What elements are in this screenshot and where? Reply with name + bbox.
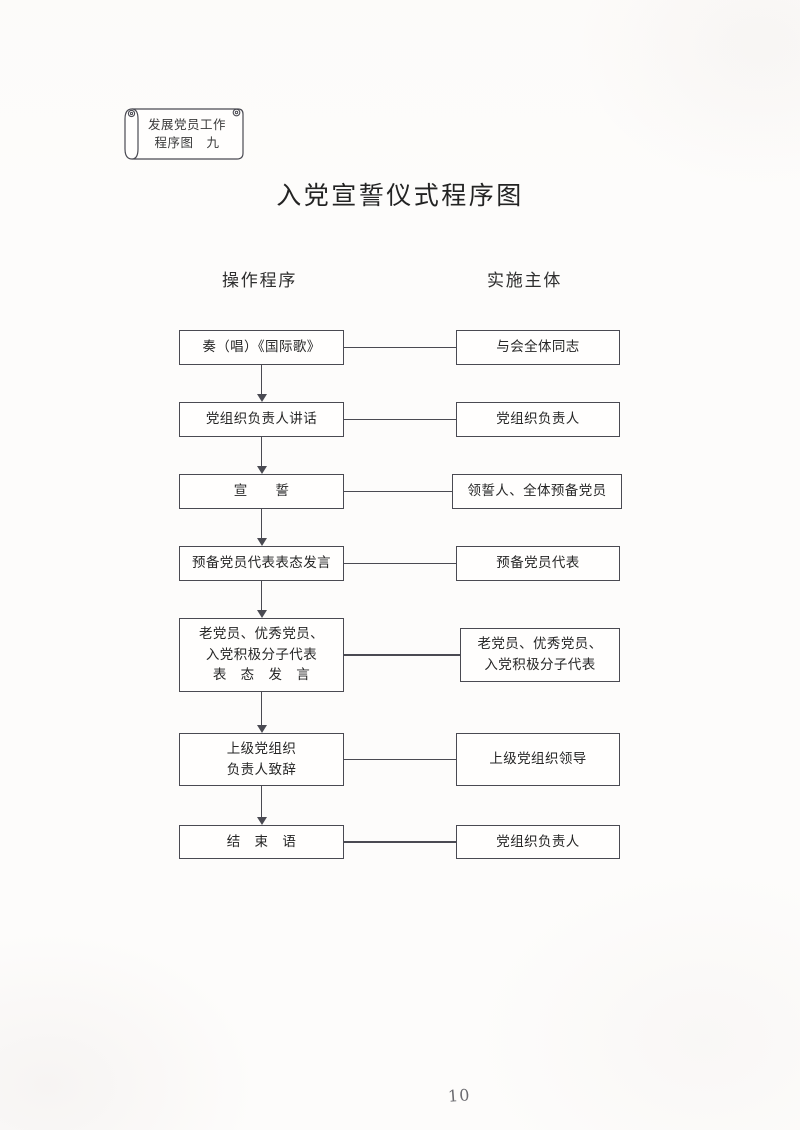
arrow-down-icon-4 [256,610,267,618]
arrow-down-icon-5 [256,725,267,733]
procedure-box-4-line-1: 预备党员代表表态发言 [192,555,331,572]
connector-vertical-4 [260,581,263,612]
actor-box-6-line-1: 上级党组织领导 [489,751,587,768]
banner-line-1: 发展党员工作 [147,117,226,133]
actor-box-2-line-1: 党组织负责人 [496,411,580,428]
actor-box-4-line-1: 预备党员代表 [496,555,580,572]
actor-box-5: 老党员、优秀党员、入党积极分子代表 [460,628,620,682]
scroll-banner-shape [124,108,244,160]
connector-vertical-5 [260,692,263,727]
actor-box-4: 预备党员代表 [456,546,620,581]
actor-box-2: 党组织负责人 [456,402,620,437]
actor-box-1-line-1: 与会全体同志 [496,339,580,356]
connector-vertical-2 [260,437,263,468]
page-title: 入党宣誓仪式程序图 [276,181,524,210]
connector-vertical-1 [260,365,263,396]
procedure-box-6: 上级党组织负责人致辞 [179,733,344,786]
procedure-box-7-line-1: 结 束 语 [226,833,297,850]
procedure-box-3-line-1: 宣 誓 [233,483,290,500]
connector-horizontal-5 [344,654,460,656]
connector-horizontal-4 [344,562,456,565]
procedure-box-5-line-1: 老党员、优秀党员、 [198,625,325,642]
arrow-down-icon-2 [256,466,267,474]
procedure-box-3: 宣 誓 [179,474,344,509]
scroll-banner: 发展党员工作 程序图 九 [121,103,248,165]
actor-box-5-line-1: 老党员、优秀党员、 [477,636,603,653]
connector-horizontal-7 [344,841,456,843]
connector-vertical-3 [260,509,263,540]
actor-box-7-line-1: 党组织负责人 [496,833,580,850]
procedure-box-2: 党组织负责人讲话 [179,402,344,437]
banner-line-2: 程序图 九 [154,134,220,150]
procedure-box-1: 奏（唱）《国际歌》 [179,330,344,365]
banner-text: 发展党员工作 程序图 九 [134,109,240,159]
procedure-box-6-line-1: 上级党组织 [226,740,297,757]
procedure-box-2-line-1: 党组织负责人讲话 [205,411,318,428]
column-header-procedure: 操作程序 [222,271,298,291]
procedure-box-6-line-2: 负责人致辞 [226,761,297,778]
procedure-box-5-line-3: 表 态 发 言 [212,667,311,684]
actor-box-3: 领誓人、全体预备党员 [452,474,622,509]
actor-box-7: 党组织负责人 [456,825,620,859]
arrow-down-icon-1 [256,394,267,402]
connector-horizontal-6 [344,758,456,761]
actor-box-5-line-2: 入党积极分子代表 [484,657,596,673]
page-number: 10 [447,1085,471,1106]
arrow-down-icon-6 [256,817,267,825]
actor-box-3-line-1: 领誓人、全体预备党员 [467,483,607,500]
procedure-box-7: 结 束 语 [179,825,344,859]
procedure-box-4: 预备党员代表表态发言 [179,546,344,581]
arrow-down-icon-3 [256,538,267,546]
connector-horizontal-1 [344,346,456,349]
connector-horizontal-3 [344,490,452,493]
actor-box-1: 与会全体同志 [456,330,620,365]
actor-box-6: 上级党组织领导 [456,733,620,786]
procedure-box-1-line-1: 奏（唱）《国际歌》 [202,339,321,356]
column-header-actor: 实施主体 [487,271,563,291]
procedure-box-5-line-2: 入党积极分子代表 [205,646,318,663]
connector-horizontal-2 [344,418,456,421]
procedure-box-5: 老党员、优秀党员、入党积极分子代表表 态 发 言 [179,618,344,692]
connector-vertical-6 [260,786,263,819]
